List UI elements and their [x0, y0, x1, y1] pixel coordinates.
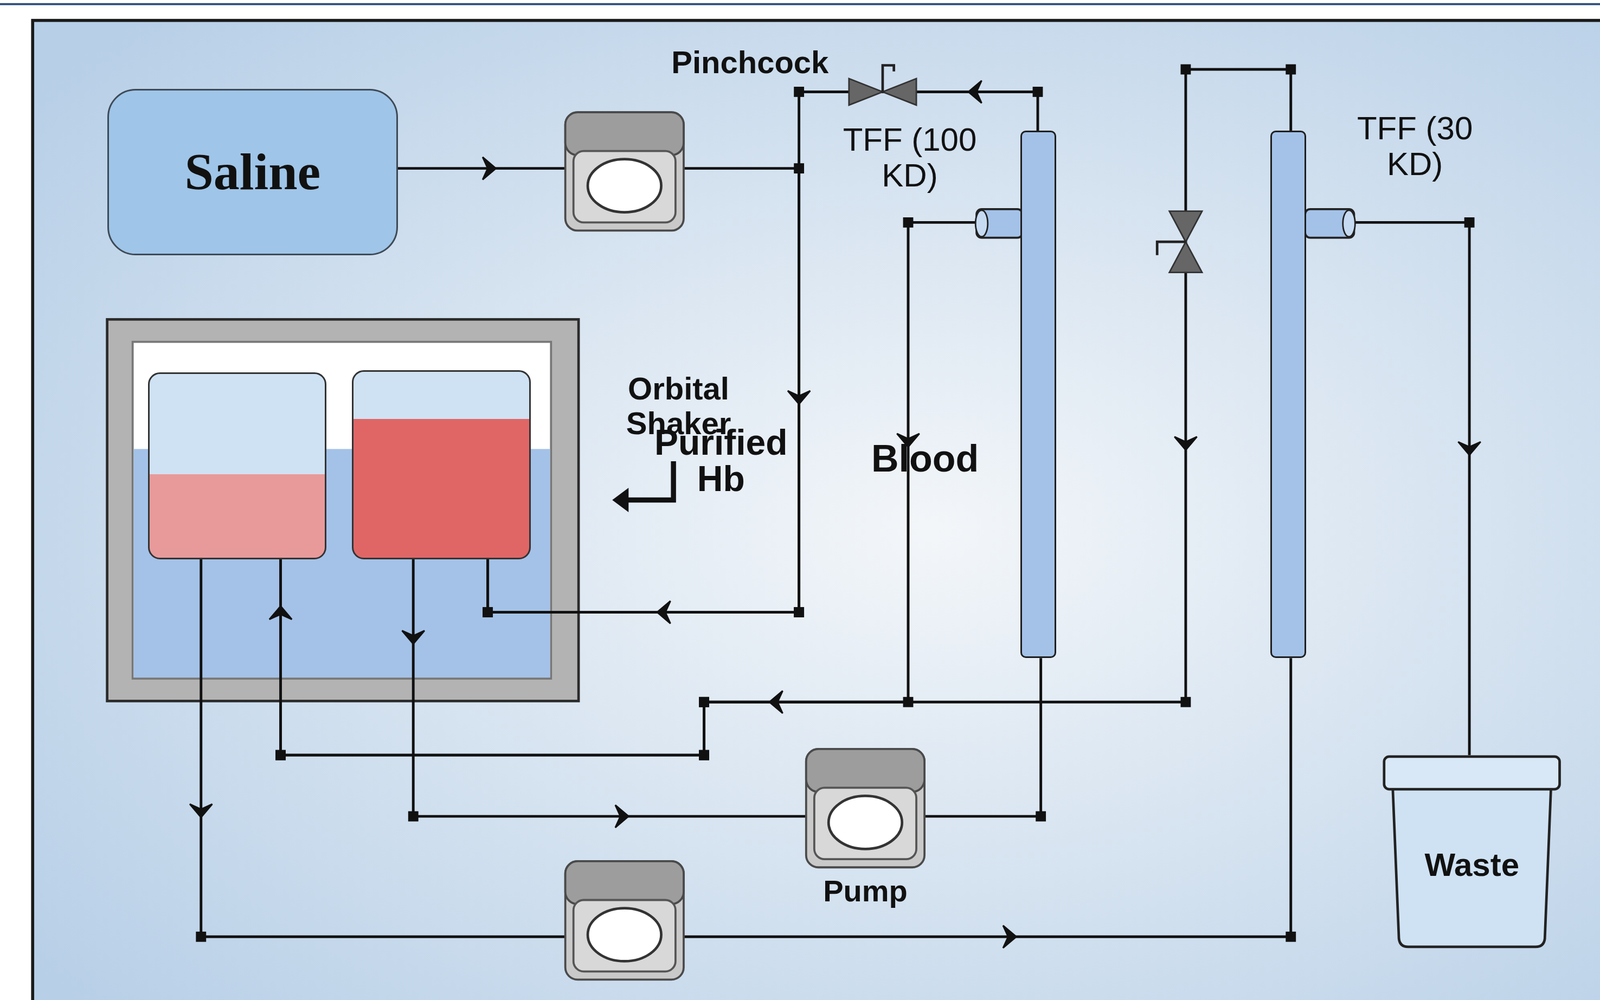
flow-line	[201, 559, 1291, 938]
node-label: Purified Hb	[650, 424, 793, 498]
filter-port	[1305, 209, 1355, 239]
arrow-head	[1457, 441, 1481, 455]
arrow-head	[482, 157, 496, 180]
part-label: TFF (100 KD)	[831, 121, 989, 194]
shaker-pointer	[626, 461, 674, 501]
part-label: Pinchcock	[641, 43, 859, 81]
junction-dot	[1180, 64, 1191, 75]
junction-dot	[195, 932, 207, 943]
filter-port	[975, 209, 1023, 239]
flow-line	[280, 222, 1021, 756]
junction-dot	[1285, 932, 1296, 943]
arrow-head	[1174, 437, 1197, 451]
arrow-head	[615, 805, 629, 828]
arrow-head	[968, 80, 982, 104]
junction-dot	[793, 607, 805, 618]
shaker-housing	[107, 319, 579, 702]
junction-dot	[698, 697, 710, 708]
flow-line-group	[924, 658, 1046, 822]
equipment-layer	[565, 65, 1356, 980]
flow-line-group	[482, 80, 1043, 618]
process-box: TFF (30 KD)	[1270, 130, 1307, 659]
flow-line	[487, 91, 1038, 613]
junction-dot	[1032, 86, 1044, 98]
junction-dot	[275, 750, 286, 761]
junction-dot	[698, 750, 710, 761]
valve-symbol	[1157, 211, 1203, 273]
panel-ground	[32, 20, 1600, 1000]
arrow-head	[1003, 926, 1017, 949]
junction-dot	[1035, 811, 1046, 822]
node-label: Saline	[184, 143, 321, 201]
junction-dot	[482, 607, 493, 618]
pump-symbol	[565, 112, 684, 231]
arrow-head	[402, 630, 425, 644]
flow-line	[280, 69, 1291, 756]
process-box: Pump	[806, 749, 925, 868]
junction-dot	[698, 750, 710, 761]
pump-symbol	[565, 861, 684, 980]
bucket-rim	[1384, 756, 1560, 790]
shaker-box: Orbital ShakerPurified HbBlood	[107, 319, 579, 702]
part-label: Pump	[800, 874, 931, 909]
process-box: Purified Hb	[148, 372, 327, 560]
flow-line-group	[275, 64, 1296, 761]
top-rule	[0, 3, 1600, 6]
node-label: Blood	[853, 438, 997, 480]
junction-dot	[1285, 64, 1296, 75]
junction-dot	[903, 217, 914, 228]
bucket-body	[1392, 788, 1552, 948]
flow-line-group	[402, 559, 807, 828]
flow-line	[1306, 222, 1470, 756]
process-box: TFF (100 KD)	[1020, 130, 1057, 659]
node-label: Waste	[1424, 847, 1520, 884]
pinchcock-symbol	[849, 65, 917, 105]
flow-line-group	[189, 559, 1296, 949]
flow-line	[924, 658, 1042, 817]
process-box: Saline	[107, 88, 398, 256]
junction-dot	[1180, 697, 1191, 708]
junction-dot	[793, 607, 805, 618]
flow-line-group	[269, 217, 1021, 761]
flow-line	[413, 559, 807, 817]
junction-dot	[408, 811, 419, 822]
arrow-head	[189, 804, 212, 818]
shaker-pointer-head	[612, 487, 629, 513]
process-box: Blood	[351, 370, 531, 559]
flow-line-group	[1306, 217, 1481, 756]
junction-dot	[1464, 217, 1475, 228]
background-layer	[0, 4, 1600, 1000]
pump-symbol	[806, 749, 925, 868]
junction-dot	[275, 750, 286, 761]
part-label: TFF (30 KD)	[1341, 110, 1489, 183]
junction-dot	[793, 86, 805, 98]
junction-dot	[698, 697, 710, 708]
shaker-bath	[132, 342, 552, 679]
waste-container: Waste	[1382, 755, 1561, 950]
junction-dot	[482, 607, 493, 618]
